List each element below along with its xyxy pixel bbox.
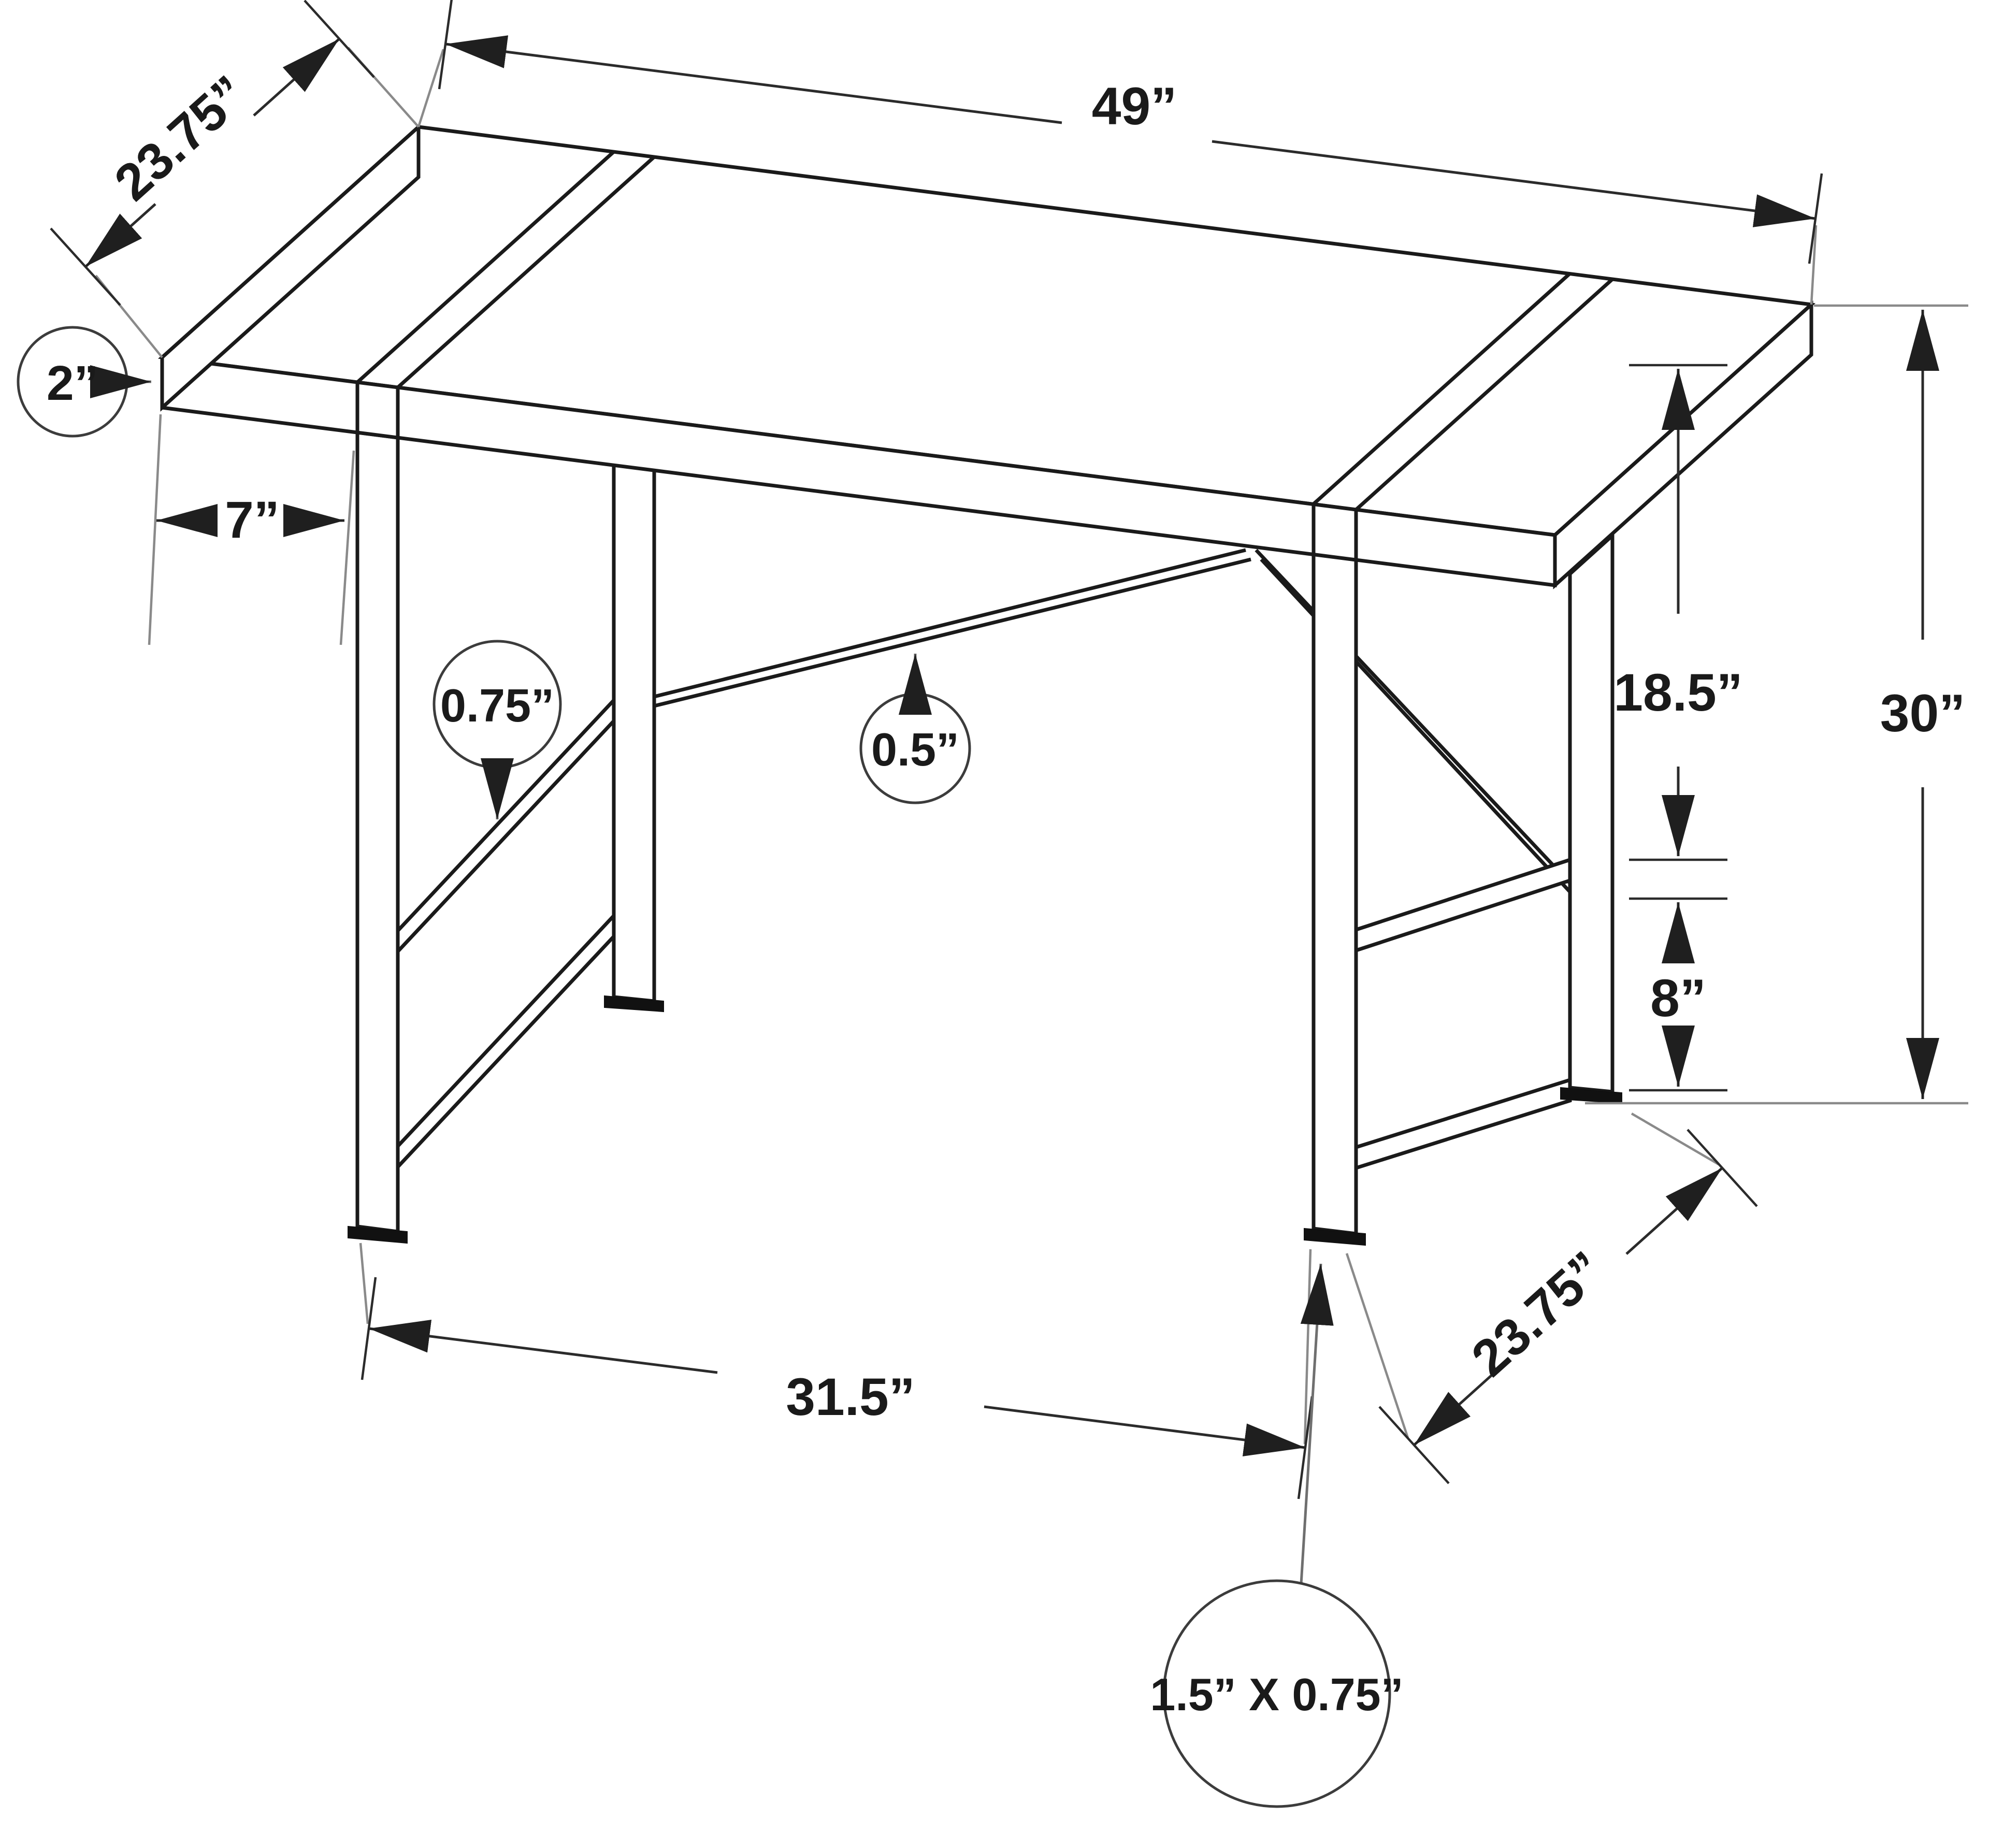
witness-2375b-left [1345,1253,1409,1438]
witness-315-left [359,1243,369,1324]
dim-rail-spacing-8: 8” [1629,897,1727,1092]
right-leg-frame [1304,531,1622,1246]
dim-label-315: 31.5” [786,1367,915,1426]
dim-overhang-7: 7” [148,414,355,645]
callout-circle-15x075 [1162,1579,1391,1808]
right-leg-front-tube [1311,552,1358,1236]
right-leg-upper-rail [1354,857,1572,953]
left-leg-lower-rail [396,911,616,1172]
callout-label-15x075: 1.5” X 0.75” [1150,1669,1403,1720]
dim-line-2375t-b [253,38,340,117]
callout-label-075: 0.75” [440,680,554,732]
witness-49-left [417,49,445,127]
dim-top-to-rail-185: 18.5” [1613,364,1743,861]
dim-line-2375t-a [84,203,156,268]
dim-label-2375-bottom: 23.75” [1461,1240,1615,1388]
dim-line-315-a [368,1320,718,1374]
callout-label-2: 2” [47,356,98,411]
left-leg-rear-tube [612,463,656,1003]
callout-rail-tube-075: 0.75” [433,640,562,819]
desk-top-right-end-face [1553,300,1813,589]
right-leg-rear-tube [1568,531,1615,1094]
brace-left-strut-top-edge [654,548,1246,699]
callout-top-thickness-2: 2” [17,326,151,438]
dim-line-315-b [984,1405,1306,1456]
right-seam-line-b [1354,278,1614,511]
left-seam-line-b [396,155,656,389]
callout-brace-tube-05: 0.5” [859,654,971,804]
leader-15x075 [1300,1263,1334,1584]
witness-7-left [148,414,162,645]
dim-leg-depth-2375: 23.75” [1345,1113,1758,1484]
dim-label-185: 18.5” [1613,663,1743,722]
dim-label-2375-top: 23.75” [104,65,258,212]
dim-line-2375b-a [1413,1374,1493,1446]
left-leg-front-tube [355,430,400,1234]
brace-left-strut-bottom-edge [654,557,1251,708]
dim-label-49: 49” [1092,77,1177,136]
left-leg-frame [348,430,664,1244]
dim-line-49-b [1212,140,1816,227]
brace-right-strut-top-edge [1255,548,1572,885]
dim-top-width-49: 49” [417,0,1823,305]
desk-top-left-end-face [160,123,421,412]
right-leg-lower-rail [1354,1077,1572,1171]
dim-line-2375b-b [1625,1167,1723,1255]
desk-top [157,123,1816,589]
left-leg-front-foot [348,1225,408,1244]
dim-label-8: 8” [1650,969,1706,1028]
right-leg-front-foot [1304,1228,1366,1246]
callout-leg-tube-15x075: 1.5” X 0.75” [1150,1263,1404,1808]
dim-line-49-a [445,35,1062,124]
dim-inner-span-315: 31.5” [359,1243,1314,1499]
dim-overall-height-30: 30” [1585,304,1968,1105]
right-seam-line-a [1312,272,1572,506]
callout-label-05: 0.5” [871,724,959,776]
witness-49-right [1810,225,1818,305]
witness-7-right [339,450,355,645]
witness-2375b-right [1631,1113,1720,1165]
dim-label-7: 7” [225,491,280,549]
brace-right-strut-bottom-edge [1260,558,1572,893]
left-seam-line-a [356,150,615,384]
dim-label-30: 30” [1880,684,1965,743]
left-leg-rear-foot [604,995,664,1013]
cross-brace [654,548,1572,893]
